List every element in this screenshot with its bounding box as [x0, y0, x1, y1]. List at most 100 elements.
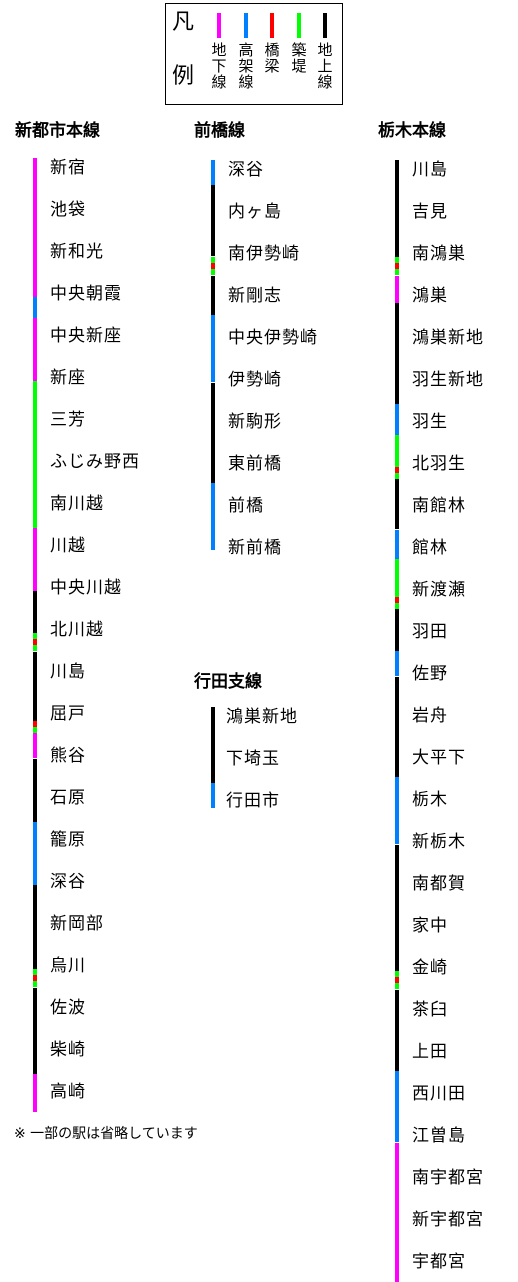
line-title-maebashi: 前橋線: [194, 121, 245, 141]
station-label: 新渡瀬: [412, 580, 466, 600]
track-segment-elevated: [211, 315, 215, 382]
track-segment-underground: [33, 318, 37, 381]
line-title-shintoshi: 新都市本線: [15, 121, 100, 141]
track-segment-bridge: [211, 263, 215, 269]
station-label: 伊勢崎: [228, 370, 282, 390]
line-title-tochigi: 栃木本線: [378, 121, 446, 141]
track-segment-ground: [395, 845, 399, 971]
station-label: 高崎: [50, 1082, 86, 1102]
station-label: 佐波: [50, 998, 86, 1018]
legend-swatch-bridge: [270, 13, 274, 38]
track-segment-elevated: [33, 297, 37, 318]
track-segment-ground: [33, 988, 37, 1074]
track-segment-ground: [395, 303, 399, 404]
station-label: 新宿: [50, 158, 86, 178]
legend-swatch-ground: [323, 13, 327, 38]
station-label: 中央朝霞: [50, 284, 122, 304]
track-segment-bridge: [33, 721, 37, 727]
station-label: 佐野: [412, 664, 448, 684]
legend-swatch-elevated: [244, 13, 248, 38]
legend-title-2: 例: [172, 64, 195, 89]
track-segment-embankment: [33, 969, 37, 975]
station-label: 川島: [412, 160, 448, 180]
station-label: 下埼玉: [226, 749, 280, 769]
station-label: 新栃木: [412, 832, 466, 852]
track-segment-ground: [395, 160, 399, 257]
legend-label-embankment: 築堤: [291, 41, 307, 75]
station-label: 新和光: [50, 242, 104, 262]
track-segment-bridge: [33, 639, 37, 645]
track-segment-bridge: [395, 977, 399, 983]
track-segment-bridge: [33, 975, 37, 981]
station-label: 屈戸: [50, 704, 86, 724]
track-segment-elevated: [211, 160, 215, 185]
station-label: 三芳: [50, 410, 86, 430]
legend-swatch-embankment: [297, 13, 301, 38]
track-segment-embankment: [395, 971, 399, 977]
station-label: 家中: [412, 916, 448, 936]
track-segment-ground: [395, 990, 399, 1072]
track-segment-ground: [211, 707, 215, 783]
station-label: 内ヶ島: [228, 202, 282, 222]
station-label: 南都賀: [412, 874, 466, 894]
station-label: 上田: [412, 1042, 448, 1062]
station-label: 新前橋: [228, 538, 282, 558]
track-segment-embankment: [395, 257, 399, 263]
station-label: 北羽生: [412, 454, 466, 474]
track-segment-elevated: [211, 783, 215, 808]
station-label: 新岡部: [50, 914, 104, 934]
station-label: 池袋: [50, 200, 86, 220]
station-label: 江曽島: [412, 1126, 466, 1146]
station-label: 羽生: [412, 412, 448, 432]
station-label: ふじみ野西: [50, 452, 140, 472]
track-segment-embankment: [33, 645, 37, 651]
station-label: 羽田: [412, 622, 448, 642]
station-label: 吉見: [412, 202, 448, 222]
station-label: 栃木: [412, 790, 448, 810]
track-segment-embankment: [33, 727, 37, 733]
station-label: 深谷: [50, 872, 86, 892]
station-label: 新座: [50, 368, 86, 388]
track-segment-bridge: [395, 597, 399, 603]
track-segment-elevated: [395, 404, 399, 435]
station-label: 川越: [50, 536, 86, 556]
legend-title-1: 凡: [172, 10, 195, 35]
station-label: 南川越: [50, 494, 104, 514]
station-label: 南伊勢崎: [228, 244, 300, 264]
track-segment-underground: [395, 1143, 399, 1282]
track-segment-embankment: [395, 435, 399, 467]
track-segment-embankment: [395, 983, 399, 989]
legend: 凡 例 地下線 高架線 橋梁 築堤 地上線: [165, 3, 343, 105]
track-segment-embankment: [33, 633, 37, 639]
track-segment-ground: [395, 609, 399, 651]
track-segment-ground: [211, 185, 215, 256]
station-label: 熊谷: [50, 746, 86, 766]
station-label: 新駒形: [228, 412, 282, 432]
station-label: 北川越: [50, 620, 104, 640]
station-label: 南鴻巣: [412, 244, 466, 264]
track-segment-underground: [33, 1074, 37, 1112]
track-segment-bridge: [395, 467, 399, 473]
track-segment-ground: [33, 591, 37, 633]
station-label: 鴻巣新地: [412, 328, 484, 348]
station-label: 柴崎: [50, 1040, 86, 1060]
track-segment-ground: [395, 479, 399, 529]
track-segment-underground: [33, 158, 37, 297]
station-label: 烏川: [50, 956, 86, 976]
track-segment-ground: [395, 677, 399, 778]
track-segment-ground: [33, 652, 37, 721]
station-label: 大平下: [412, 748, 466, 768]
station-label: 中央新座: [50, 326, 122, 346]
station-label: 行田市: [226, 791, 280, 811]
legend-label-elevated: 高架線: [238, 41, 254, 91]
track-segment-underground: [33, 528, 37, 591]
station-label: 東前橋: [228, 454, 282, 474]
legend-label-underground: 地下線: [211, 41, 227, 91]
legend-label-ground: 地上線: [317, 41, 333, 91]
legend-swatch-underground: [217, 13, 221, 38]
track-segment-embankment: [395, 473, 399, 479]
track-segment-embankment: [395, 559, 399, 597]
station-label: 川島: [50, 662, 86, 682]
station-label: 石原: [50, 788, 86, 808]
track-segment-elevated: [395, 651, 399, 676]
